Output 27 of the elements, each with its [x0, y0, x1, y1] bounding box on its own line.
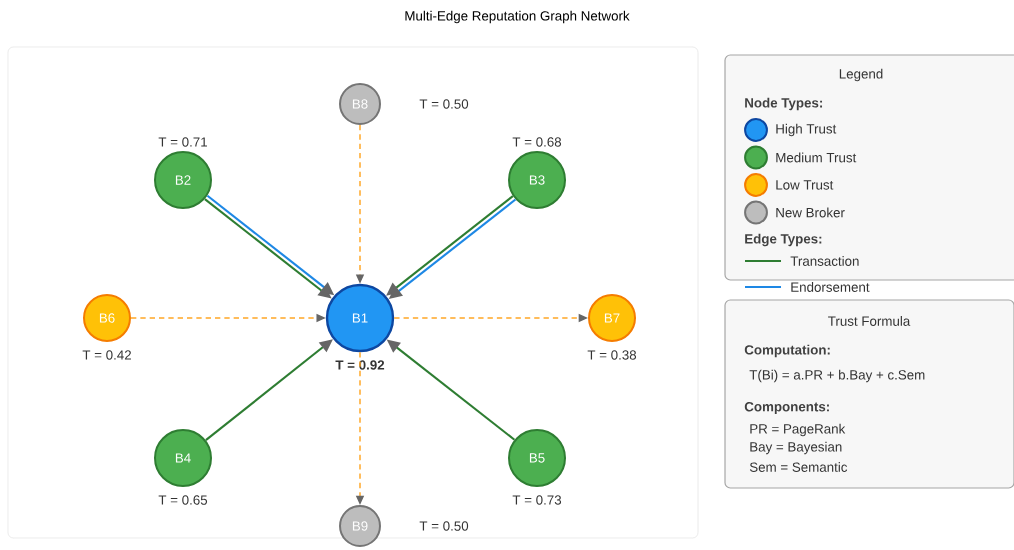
legend-label: Low Trust	[776, 180, 834, 190]
definition-text: Sem = Semantic	[749, 462, 848, 472]
trust-score: T = 0.65	[158, 495, 208, 505]
legend-label: Transaction	[790, 256, 859, 266]
trust-score: T = 0.38	[587, 350, 637, 360]
trust-score: T = 0.50	[419, 521, 469, 531]
title: Multi-Edge Reputation Graph Network	[405, 10, 630, 24]
legend-label: Endorsement	[791, 282, 870, 292]
legend-label: High Trust	[776, 123, 837, 137]
definition-text: PR = PageRank	[750, 423, 846, 437]
trust-score: T = 0.50	[419, 99, 469, 109]
panel-heading: Legend	[839, 68, 883, 82]
section-heading: Edge Types:	[745, 233, 822, 247]
trust-score: T = 0.71	[158, 137, 207, 147]
legend-label: New Broker	[776, 207, 845, 218]
section-heading: Components:	[744, 401, 829, 415]
legend-label: Medium Trust	[776, 152, 857, 163]
arrow	[205, 339, 333, 441]
formula-text: T(Bi) = a.PR + b.Bay + c.Sem	[749, 369, 925, 383]
section-heading: Node Types:	[745, 97, 822, 111]
section-heading: Computation:	[744, 344, 830, 358]
box-heading: Trust Formula	[828, 316, 911, 326]
definition-text: Bay = Bayesian	[750, 441, 842, 455]
trust-score: T = 0.42	[82, 350, 131, 360]
trust-score: T = 0.92	[335, 360, 385, 370]
trust-score: T = 0.73	[512, 495, 562, 505]
trust-score: T = 0.68	[512, 137, 562, 147]
